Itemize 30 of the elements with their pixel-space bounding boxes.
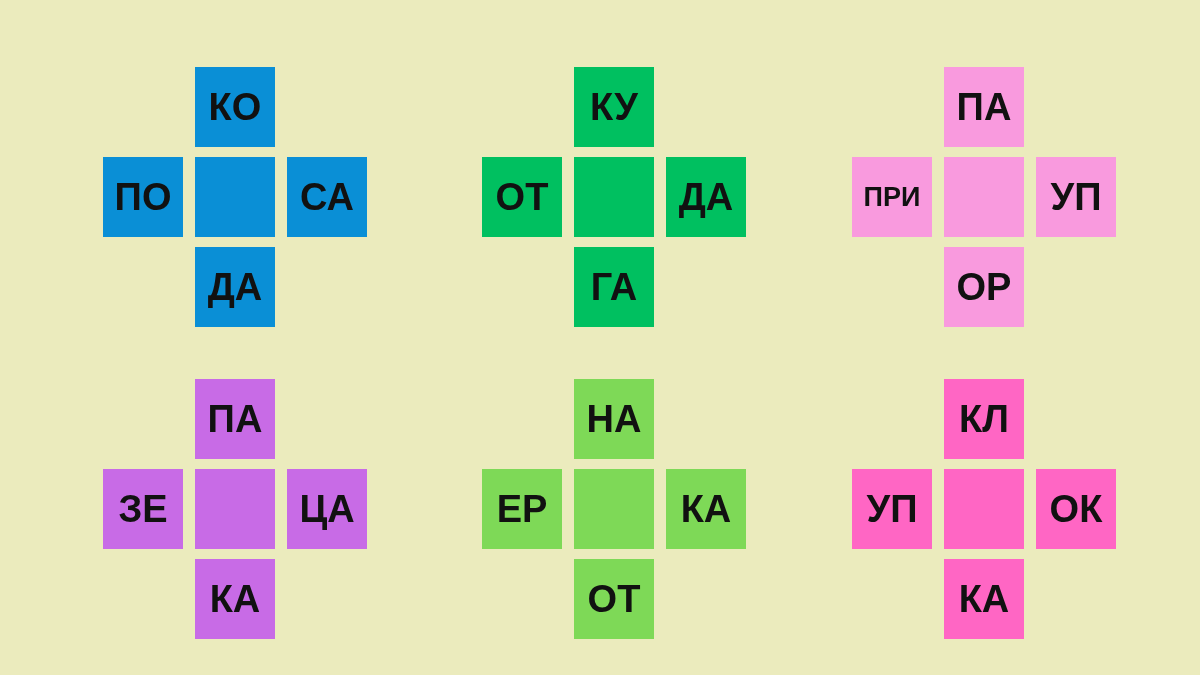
empty-tile — [944, 469, 1024, 549]
syllable-tile: ПО — [103, 157, 183, 237]
syllable-tile: КЛ — [944, 379, 1024, 459]
syllable-tile: ОТ — [482, 157, 562, 237]
syllable-tile: ЗЕ — [103, 469, 183, 549]
syllable-tile: КА — [944, 559, 1024, 639]
syllable-tile: УП — [852, 469, 932, 549]
syllable-tile: ЕР — [482, 469, 562, 549]
syllable-tile: ДА — [195, 247, 275, 327]
syllable-tile: КА — [195, 559, 275, 639]
syllable-tile: ПРИ — [852, 157, 932, 237]
syllable-tile: ОТ — [574, 559, 654, 639]
syllable-tile: КУ — [574, 67, 654, 147]
syllable-tile: ОК — [1036, 469, 1116, 549]
empty-tile — [574, 157, 654, 237]
syllable-tile: ПА — [944, 67, 1024, 147]
syllable-tile: КО — [195, 67, 275, 147]
empty-tile — [944, 157, 1024, 237]
syllable-tile: ПА — [195, 379, 275, 459]
syllable-tile: ДА — [666, 157, 746, 237]
syllable-tile: ЦА — [287, 469, 367, 549]
syllable-tile: НА — [574, 379, 654, 459]
empty-tile — [195, 157, 275, 237]
syllable-tile: КА — [666, 469, 746, 549]
syllable-tile: СА — [287, 157, 367, 237]
syllable-tile: ГА — [574, 247, 654, 327]
syllable-tile: ОР — [944, 247, 1024, 327]
empty-tile — [195, 469, 275, 549]
syllable-tile: УП — [1036, 157, 1116, 237]
empty-tile — [574, 469, 654, 549]
